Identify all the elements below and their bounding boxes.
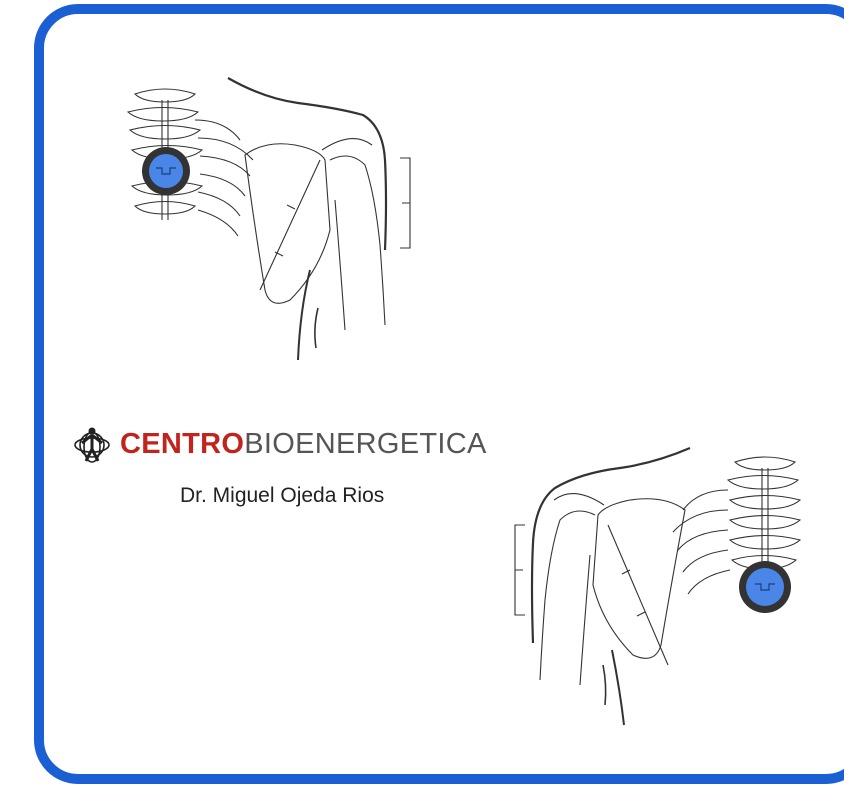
human-figure-logo-icon	[72, 425, 112, 463]
doctor-name: Dr. Miguel Ojeda Rios	[180, 484, 384, 508]
brand-name-bold: CENTRO	[120, 428, 244, 461]
brand-name-regular: BIOENERGETICA	[244, 428, 486, 461]
brand-logo-row: CENTRO BIOENERGETICA	[72, 424, 487, 464]
